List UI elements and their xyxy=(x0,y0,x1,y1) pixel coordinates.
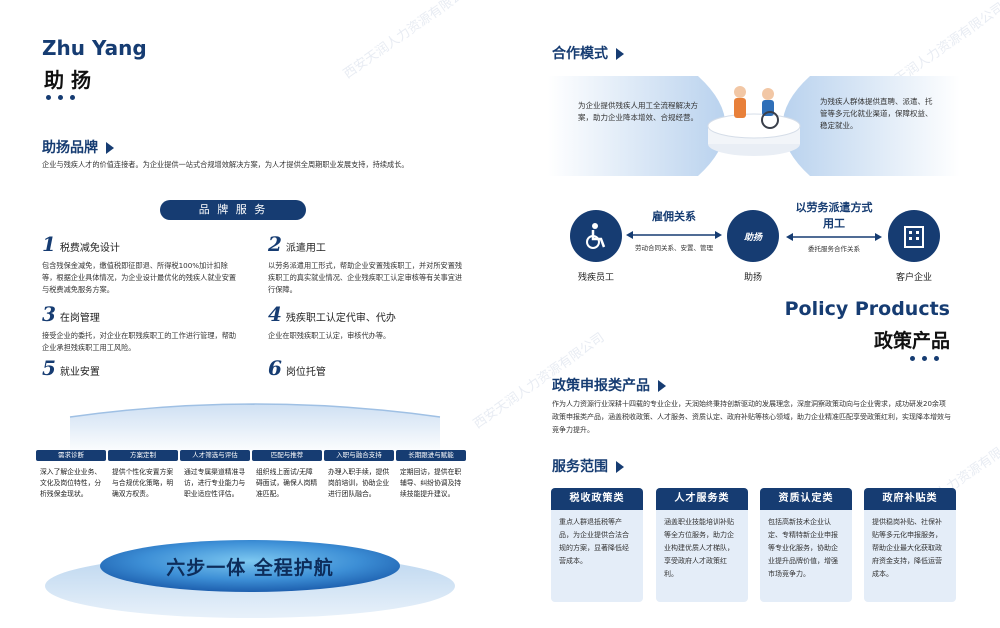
client-node xyxy=(888,210,940,262)
step-2: 方案定制 提供个性化安置方案与合规优化策略，明确双方权责。 xyxy=(108,450,178,500)
arrow-right-icon xyxy=(658,380,666,392)
arrow-right-icon xyxy=(616,48,624,60)
wheelchair-icon xyxy=(586,223,606,249)
zhuyang-node: 助扬 xyxy=(727,210,779,262)
brand-service-pill: 品 牌 服 务 xyxy=(160,200,306,220)
decorative-dots xyxy=(910,356,939,361)
arch-decoration xyxy=(69,403,441,455)
relation-right-sub: 委托服务合作关系 xyxy=(808,245,860,253)
double-arrow-icon xyxy=(786,233,882,241)
scope-card-subsidy: 政府补贴类 提供稳岗补贴、社保补贴等多元化申报服务，帮助企业最大化获取政府资金支… xyxy=(864,488,956,602)
coop-title: 合作模式 xyxy=(552,43,624,63)
scope-card-talent: 人才服务类 涵盖职业技能培训补贴等全方位服务，助力企业构建优质人才梯队，享受政府… xyxy=(656,488,748,602)
zhuyang-logo: 助扬 xyxy=(743,232,762,243)
scope-card-tax: 税收政策类 重点人群退抵税等产品，为企业提供合法合规的方案，显著降低经营成本。 xyxy=(551,488,643,602)
step-1: 需求诊断 深入了解企业业务、文化及岗位特性，分析残保金现状。 xyxy=(36,450,106,500)
platform-text: 六步一体 全程护航 xyxy=(166,557,334,579)
brand-section-title: 助扬品牌 xyxy=(42,137,114,157)
employee-node xyxy=(570,210,622,262)
arrow-right-icon xyxy=(106,142,114,154)
brand-name-en: Zhu Yang xyxy=(42,36,147,60)
coop-left-text: 为企业提供残疾人用工全流程解决方案，助力企业降本增效、合规经营。 xyxy=(578,101,698,122)
brand-name-cn: 助 扬 xyxy=(44,68,91,92)
decorative-dots xyxy=(46,95,75,100)
coop-banner xyxy=(548,76,960,176)
step-5: 入职与融合支持 办理入职手续，提供岗前培训，协助企业进行团队融合。 xyxy=(324,450,394,500)
step-6: 长期跟进与赋能 定期回访，提供在职辅导、纠纷协调及持续技能提升建议。 xyxy=(396,450,466,500)
relation-left-title: 雇佣关系 xyxy=(652,210,696,223)
coop-right-text: 为残疾人群体提供直聘、派遣、托管等多元化就业渠道，保障权益、稳定就业。 xyxy=(820,97,933,130)
zhuyang-label: 助扬 xyxy=(743,273,762,283)
platform-ellipse xyxy=(45,540,455,618)
scope-card-qualification: 资质认定类 包括高新技术企业认定、专精特新企业申报等专业化服务，协助企业提升品牌… xyxy=(760,488,852,602)
relation-left-sub: 劳动合同关系、安置、管理 xyxy=(635,244,713,252)
relation-right-title: 以劳务派遣方式用工 xyxy=(795,201,873,230)
employee-label: 残疾员工 xyxy=(577,273,614,283)
policy-desc: 作为人力资源行业深耕十四载的专业企业，天润始终秉持创新驱动的发展理念，深度洞察政… xyxy=(552,400,951,434)
policy-sub-title: 政策申报类产品 xyxy=(552,375,666,395)
double-arrow-icon xyxy=(626,231,722,239)
scope-title: 服务范围 xyxy=(552,456,624,476)
brand-section-desc: 企业与残疾人才的价值连接者。为企业提供一站式合规增效解决方案，为人才提供全周期职… xyxy=(42,160,409,169)
step-4: 匹配与推荐 组织线上面试/无障碍面试，确保人岗精准匹配。 xyxy=(252,450,322,500)
policy-title-en: Policy Products xyxy=(784,298,950,320)
building-icon xyxy=(904,226,924,248)
step-3: 人才筛选与评估 通过专属渠道精准寻访，进行专业能力与职业适应性评估。 xyxy=(180,450,250,500)
watermark: 西安天润人力资源有限公司 xyxy=(340,0,478,83)
client-label: 客户企业 xyxy=(895,273,932,283)
policy-title-cn: 政策产品 xyxy=(873,330,950,352)
arrow-right-icon xyxy=(616,461,624,473)
